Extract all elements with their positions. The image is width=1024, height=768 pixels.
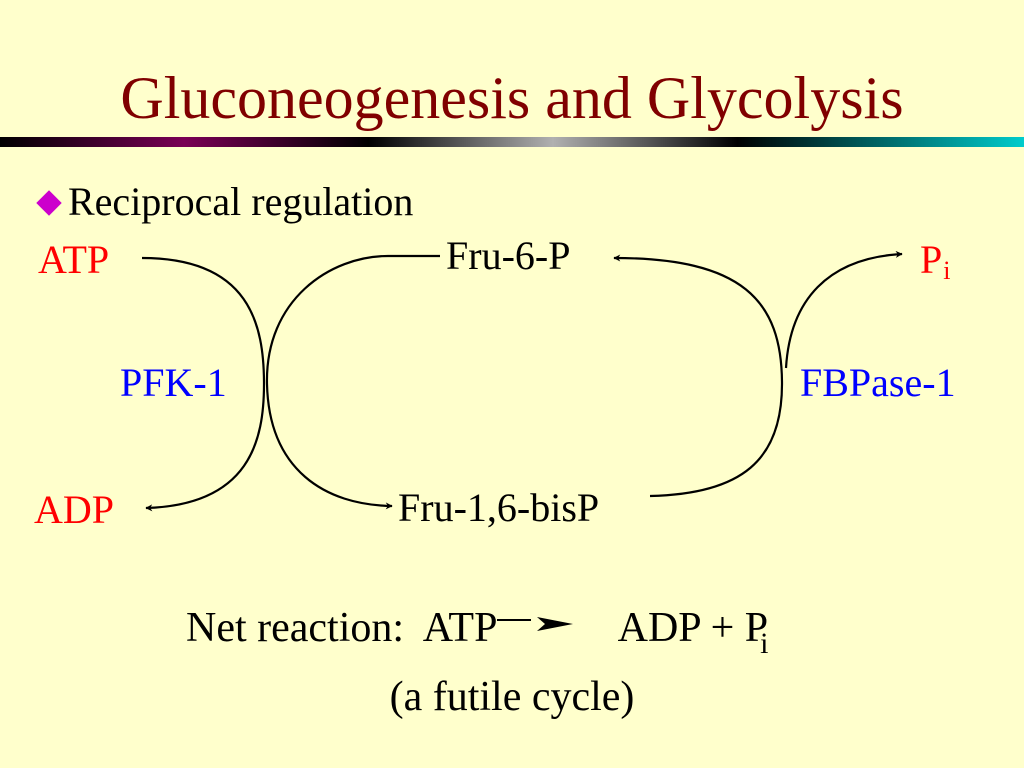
slide-title: Gluconeogenesis and Glycolysis [120, 65, 904, 131]
net-product: ADP + P [617, 605, 769, 651]
title-divider [0, 137, 1024, 147]
bullet-reciprocal-regulation: Reciprocal regulation [34, 178, 413, 226]
fbpase1-label: FBPase-1 [800, 360, 956, 405]
net-reaction: Net reaction: ATP ADP + Pi [186, 603, 769, 669]
pi-subscript: i [943, 256, 951, 285]
net-reaction-label: Net reaction: [186, 605, 405, 651]
net-product-subscript: i [760, 627, 769, 660]
fru16bisp-to-fru6p-arrow [613, 254, 784, 498]
pi-main: P [920, 237, 943, 282]
adp-label: ADP [34, 487, 115, 532]
fru6p-label: Fru-6-P [446, 233, 571, 278]
pi-label: Pi [920, 236, 950, 295]
bullet-text: Reciprocal regulation [68, 179, 414, 224]
fru6p-to-fru16bisp-arrow [265, 254, 440, 510]
fru16bisp-label: Fru-1,6-bisP [398, 485, 600, 530]
pfk1-label: PFK-1 [120, 360, 227, 405]
futile-cycle-note: (a futile cycle) [389, 674, 635, 720]
net-reactant: ATP [422, 605, 498, 651]
atp-to-adp-arrow [141, 256, 266, 512]
atp-label: ATP [38, 237, 110, 282]
net-reaction-arrow [497, 617, 574, 631]
fbpase-to-pi-arrow [784, 250, 903, 369]
